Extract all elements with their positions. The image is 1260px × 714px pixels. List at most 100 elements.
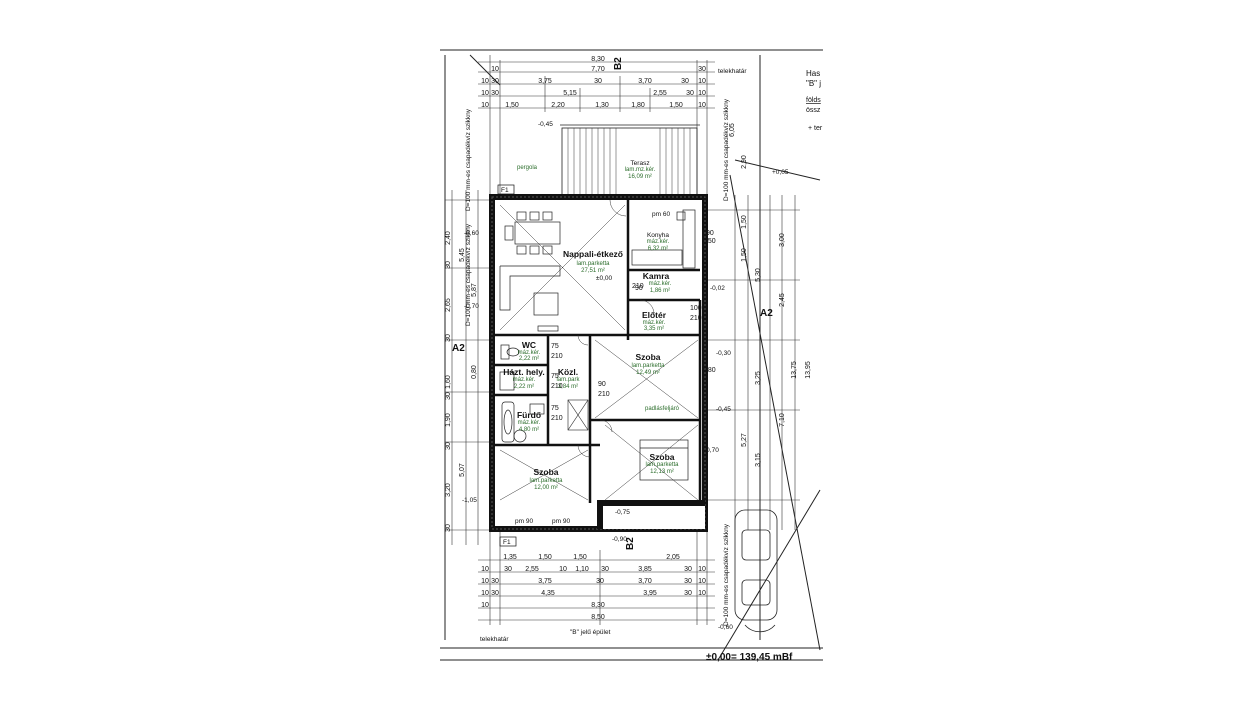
dimension-lines-left [445, 190, 492, 545]
room-kozl-floor: lam.park [556, 377, 580, 383]
room-labels: Nappali-étkező lam.parketta 27,51 m² ±0,… [503, 160, 679, 491]
room-kamra-floor: máz.kér. [649, 281, 672, 287]
lvl-bottom2: -0,90 [612, 536, 627, 543]
dim-top-r4-2: 5,15 [563, 90, 577, 97]
dim-left-outer-0: 5,45 [459, 248, 466, 262]
sheet-background [437, 50, 877, 660]
door-swings [577, 199, 655, 458]
room-eloter-floor: máz.kér. [643, 320, 666, 326]
dim-left-7: 30 [445, 442, 452, 450]
dim-top-r5-5: 1,50 [669, 102, 683, 109]
dim-left-0: 2,40 [445, 231, 452, 245]
dims-bottom-text: 1,35 1,50 1,50 2,05 10 30 2,55 10 1,10 3… [481, 554, 706, 621]
dim-left-4: 1,60 [445, 375, 452, 389]
dim-left-9: 30 [445, 524, 452, 532]
lvl-right2: -0,30 [716, 350, 731, 357]
room-diagonals [499, 204, 699, 501]
room-kozl-name: Közl. [558, 367, 578, 377]
attic-ladder [567, 399, 589, 431]
door-code-10: 100 [690, 305, 702, 312]
dim-top-r5-3: 1,30 [595, 102, 609, 109]
dim-top-r3-2: 3,75 [538, 78, 552, 85]
section-b2-bottom: B2 [625, 537, 636, 550]
dimension-lines-top [478, 55, 715, 195]
legend-block: Has "B" j földs össz + ter [806, 69, 823, 132]
dim-top-r4-5: 10 [698, 90, 706, 97]
dim-bot-r3-2: 3,75 [538, 578, 552, 585]
cso-left-top: D=100 mm-es csapadékvíz szikkny [465, 108, 472, 211]
room-szoba3-floor: lam.parketta [529, 478, 563, 484]
cso-right-bottom: D=100 mm-es csapadékvíz szikkny [723, 523, 730, 626]
door-code-11: 210 [690, 315, 702, 322]
dim-right-12: 2,90 [741, 155, 748, 169]
dim-left-3: 30 [445, 334, 452, 342]
room-wc-floor: máz.kér. [518, 350, 541, 356]
section-f1-top: F1 [501, 187, 509, 194]
dim-bot-r4-2: 4,35 [541, 590, 555, 597]
dim-top-r4-0: 10 [481, 90, 489, 97]
padlasfeljaro-label: padlásfeljáró [645, 406, 680, 412]
dim-bot-r6-0: 8,50 [591, 614, 605, 621]
room-furdo-floor: máz.kér. [518, 420, 541, 426]
room-nappali-name: Nappali-étkező [563, 249, 623, 259]
lvl-right3: -0,45 [716, 406, 731, 413]
dim-left-5: 30 [445, 392, 452, 400]
dim-bot-r4-5: 10 [698, 590, 706, 597]
dim-bot-r2-2: 2,55 [525, 566, 539, 573]
footer-level-label: ±0,00= 139,45 mBf [706, 652, 793, 663]
pipe-notes: D=100 mm-es csapadékvíz szikkny D=100 mm… [465, 98, 730, 626]
dim-bot-r4-0: 10 [481, 590, 489, 597]
dim-top-r3-0: 10 [481, 78, 489, 85]
dim-bot-r1-1: 1,50 [538, 554, 552, 561]
dim-bot-r2-7: 30 [684, 566, 692, 573]
legend-line1: Has [806, 69, 820, 78]
room-kozl-area: 3,84 m² [558, 384, 578, 390]
room-szoba2-floor: lam.parketta [645, 462, 679, 468]
dim-top-r5-4: 1,80 [631, 102, 645, 109]
room-nappali-area: 27,51 m² [581, 268, 605, 274]
door-code-8: 90 [635, 285, 643, 292]
dim-bot-r3-3: 30 [596, 578, 604, 585]
plot-boundary [440, 49, 823, 661]
dim-right-11: 6,05 [729, 123, 736, 137]
dim-top-r4-1: 30 [491, 90, 499, 97]
dim-bot-r2-6: 3,85 [638, 566, 652, 573]
room-szoba1-floor: lam.parketta [631, 363, 665, 369]
room-konyha-floor: máz.kér. [647, 239, 670, 245]
dim-top-r3-4: 3,70 [638, 78, 652, 85]
dimension-lines-bottom [478, 530, 715, 625]
dim-top-r5-2: 2,20 [551, 102, 565, 109]
dim-right-7: 5,27 [741, 433, 748, 447]
dim-right-3: 5,30 [755, 268, 762, 282]
telekhatar-bottom-label: telekhatár [480, 636, 509, 643]
dim-bot-r2-5: 30 [601, 566, 609, 573]
dim-right-2: 1,50 [741, 248, 748, 262]
dim-top-r2-2: 30 [698, 66, 706, 73]
car-outline [734, 509, 778, 633]
inner-walls [495, 200, 702, 503]
room-konyha-area: 6,32 m² [648, 246, 668, 252]
dim-bot-r4-4: 30 [684, 590, 692, 597]
dim-top-r5-1: 1,50 [505, 102, 519, 109]
dim-bot-r3-0: 10 [481, 578, 489, 585]
lvl-right4: -0,70 [704, 447, 719, 454]
dim-left-2: 2,65 [445, 298, 452, 312]
dim-bot-r4-3: 3,95 [643, 590, 657, 597]
dim-bot-r1-0: 1,35 [503, 554, 517, 561]
dim-top-r3-1: 30 [491, 78, 499, 85]
door-code-6: 90 [598, 381, 606, 388]
dims-right-text: 1,50 3,00 1,50 5,30 2,45 3,25 3,15 5,27 … [729, 123, 812, 467]
dim-right-10: 7,10 [779, 413, 786, 427]
pm-top-label: pm 60 [652, 211, 670, 218]
dim-bot-r2-4: 1,10 [575, 566, 589, 573]
dim-bot-r1-2: 1,50 [573, 554, 587, 561]
dim-bot-r2-3: 10 [559, 566, 567, 573]
room-szoba1-area: 12,49 m² [636, 370, 660, 376]
room-terasz-name: Terasz [630, 160, 649, 167]
door-code-12: 180 [704, 367, 716, 374]
dim-bot-r2-8: 10 [698, 566, 706, 573]
room-furdo-name: Fürdő [517, 410, 541, 420]
dim-top-r3-5: 30 [681, 78, 689, 85]
bathroom-fixtures [499, 344, 545, 443]
